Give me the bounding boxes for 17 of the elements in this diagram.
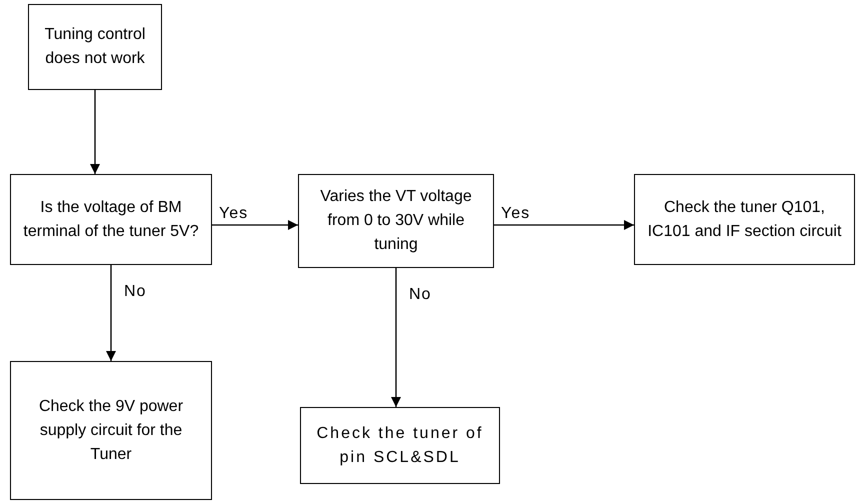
arrow bbox=[212, 220, 298, 230]
process-box bbox=[300, 407, 500, 484]
arrow bbox=[106, 265, 116, 361]
box-text: Check the 9V power supply circuit for the Tuner bbox=[38, 396, 184, 464]
arrow bbox=[391, 268, 401, 407]
process-box bbox=[10, 174, 212, 265]
process-box bbox=[298, 174, 494, 268]
process-box bbox=[10, 361, 212, 500]
arrow bbox=[90, 90, 100, 174]
process-box bbox=[28, 4, 162, 90]
process-box bbox=[634, 174, 855, 265]
box-text: Check the tuner Q101, IC101 and IF section circuit bbox=[646, 198, 842, 242]
arrow bbox=[494, 220, 634, 230]
box-text: Varies the VT voltage from 0 to 30V while tuning bbox=[319, 187, 473, 255]
box-text: Tuning control does not work bbox=[44, 25, 146, 69]
box-text: Check the tuner of pin SCL&SDL bbox=[316, 424, 484, 468]
box-text: Is the voltage of BM terminal of the tuner 5V? bbox=[22, 198, 200, 242]
